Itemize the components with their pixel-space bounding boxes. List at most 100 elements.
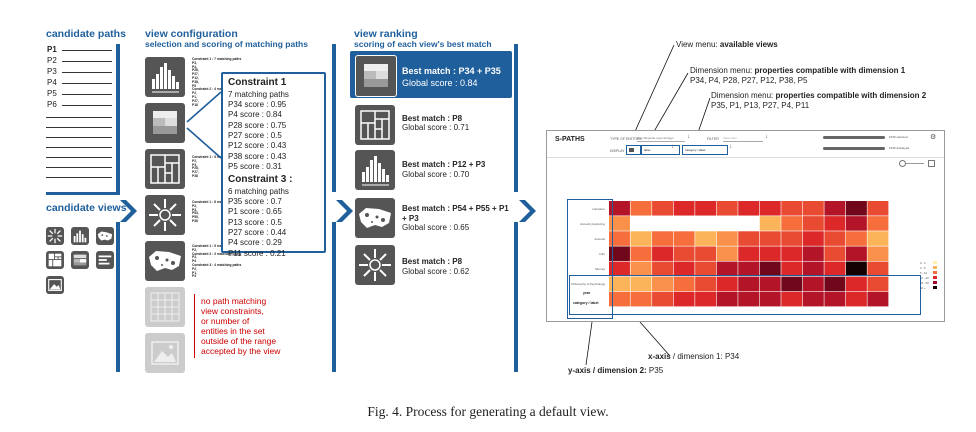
heatmap-cell[interactable] xyxy=(759,246,781,261)
heatmap-cell[interactable] xyxy=(695,216,717,231)
heatmap-cell[interactable] xyxy=(652,216,674,231)
dim2-dropdown-icon[interactable]: ↓ xyxy=(729,144,732,150)
heatmap-cell[interactable] xyxy=(781,291,803,307)
type-dropdown-icon[interactable]: ↓ xyxy=(687,134,690,140)
heatmap-cell[interactable] xyxy=(845,291,867,307)
heatmap-cell[interactable] xyxy=(652,246,674,261)
heatmap-cell[interactable] xyxy=(652,231,674,246)
heatmap-cell[interactable] xyxy=(845,201,867,216)
heatmap-cell[interactable] xyxy=(695,201,717,216)
heatmap-cell[interactable] xyxy=(652,276,674,292)
heatmap-cell[interactable] xyxy=(781,246,803,261)
heatmap-cell[interactable] xyxy=(802,201,824,216)
heatmap-cell[interactable] xyxy=(652,261,674,277)
heatmap-cell[interactable] xyxy=(716,246,738,261)
heatmap-cell[interactable] xyxy=(673,261,695,277)
heatmap-cell[interactable] xyxy=(824,276,846,292)
heatmap-cell[interactable] xyxy=(867,216,889,231)
heatmap-cell[interactable] xyxy=(802,216,824,231)
dim1-dropdown-icon[interactable]: ↓ xyxy=(671,144,674,150)
heatmap-cell[interactable] xyxy=(781,261,803,277)
heatmap-cell[interactable] xyxy=(673,231,695,246)
heatmap-cell[interactable] xyxy=(609,291,630,307)
heatmap-cell[interactable] xyxy=(695,261,717,277)
heatmap-cell[interactable] xyxy=(673,216,695,231)
heatmap-cell[interactable] xyxy=(609,276,630,292)
zoom-slider-track[interactable] xyxy=(902,163,924,164)
heatmap-cell[interactable] xyxy=(738,246,760,261)
heatmap-cell[interactable] xyxy=(673,291,695,307)
heatmap-cell[interactable] xyxy=(824,231,846,246)
heatmap-cell[interactable] xyxy=(867,246,889,261)
heatmap-cell[interactable] xyxy=(716,261,738,277)
heatmap-cell[interactable] xyxy=(867,261,889,277)
heatmap-cell[interactable] xyxy=(824,291,846,307)
heatmap-cell[interactable] xyxy=(802,231,824,246)
heatmap-cell[interactable] xyxy=(824,261,846,277)
heatmap-cell[interactable] xyxy=(845,246,867,261)
heatmap-cell[interactable] xyxy=(630,201,652,216)
heatmap-cell[interactable] xyxy=(630,246,652,261)
fullscreen-icon[interactable] xyxy=(928,160,935,167)
heatmap-cell[interactable] xyxy=(759,201,781,216)
heatmap-cell[interactable] xyxy=(867,291,889,307)
heatmap-cell[interactable] xyxy=(695,291,717,307)
heatmap-cell[interactable] xyxy=(802,261,824,277)
heatmap-cell[interactable] xyxy=(845,216,867,231)
type-select[interactable]: http://dbpedia.org/ontology/... xyxy=(637,136,685,142)
heatmap-cell[interactable] xyxy=(630,291,652,307)
heatmap-cell[interactable] xyxy=(609,246,630,261)
heatmap-cell[interactable] xyxy=(630,276,652,292)
heatmap-cell[interactable] xyxy=(867,201,889,216)
heatmap-cell[interactable] xyxy=(867,276,889,292)
heatmap-cell[interactable] xyxy=(609,261,630,277)
heatmap-cell[interactable] xyxy=(716,216,738,231)
heatmap-cell[interactable] xyxy=(695,231,717,246)
zoom-slider-handle[interactable] xyxy=(899,160,906,167)
heatmap-cell[interactable] xyxy=(738,201,760,216)
heatmap-cell[interactable] xyxy=(652,291,674,307)
heatmap-cell[interactable] xyxy=(759,291,781,307)
heatmap-cell[interactable] xyxy=(738,276,760,292)
settings-icon[interactable]: ⚙ xyxy=(930,134,937,141)
heatmap-cell[interactable] xyxy=(673,201,695,216)
heatmap-cell[interactable] xyxy=(652,201,674,216)
heatmap-cell[interactable] xyxy=(630,261,652,277)
heatmap-cell[interactable] xyxy=(630,216,652,231)
heatmap-cell[interactable] xyxy=(824,216,846,231)
view-menu-button[interactable] xyxy=(626,145,641,155)
filter-input[interactable]: Value filter xyxy=(723,136,763,142)
dim1-menu-select[interactable]: label xyxy=(641,145,680,155)
heatmap-cell[interactable] xyxy=(738,291,760,307)
dim2-menu-select[interactable]: category / label xyxy=(682,145,728,155)
heatmap-cell[interactable] xyxy=(781,231,803,246)
heatmap-cell[interactable] xyxy=(845,276,867,292)
heatmap-cell[interactable] xyxy=(845,261,867,277)
heatmap-cell[interactable] xyxy=(781,216,803,231)
heatmap-cell[interactable] xyxy=(609,231,630,246)
heatmap-cell[interactable] xyxy=(759,276,781,292)
heatmap-cell[interactable] xyxy=(824,246,846,261)
heatmap-cell[interactable] xyxy=(738,231,760,246)
heatmap-cell[interactable] xyxy=(738,216,760,231)
heatmap-cell[interactable] xyxy=(673,276,695,292)
heatmap-cell[interactable] xyxy=(695,246,717,261)
heatmap-cell[interactable] xyxy=(673,246,695,261)
heatmap-cell[interactable] xyxy=(716,201,738,216)
heatmap-cell[interactable] xyxy=(716,291,738,307)
heatmap-cell[interactable] xyxy=(802,291,824,307)
heatmap-cell[interactable] xyxy=(759,231,781,246)
heatmap-cell[interactable] xyxy=(716,276,738,292)
heatmap-cell[interactable] xyxy=(802,276,824,292)
heatmap-cell[interactable] xyxy=(759,261,781,277)
heatmap-cell[interactable] xyxy=(867,231,889,246)
heatmap-cell[interactable] xyxy=(759,216,781,231)
heatmap-cell[interactable] xyxy=(609,201,630,216)
heatmap-cell[interactable] xyxy=(802,246,824,261)
heatmap-cell[interactable] xyxy=(716,231,738,246)
heatmap-cell[interactable] xyxy=(695,276,717,292)
heatmap-cell[interactable] xyxy=(824,201,846,216)
heatmap-cell[interactable] xyxy=(781,201,803,216)
filter-dropdown-icon[interactable]: ↓ xyxy=(765,134,768,140)
heatmap-cell[interactable] xyxy=(609,216,630,231)
